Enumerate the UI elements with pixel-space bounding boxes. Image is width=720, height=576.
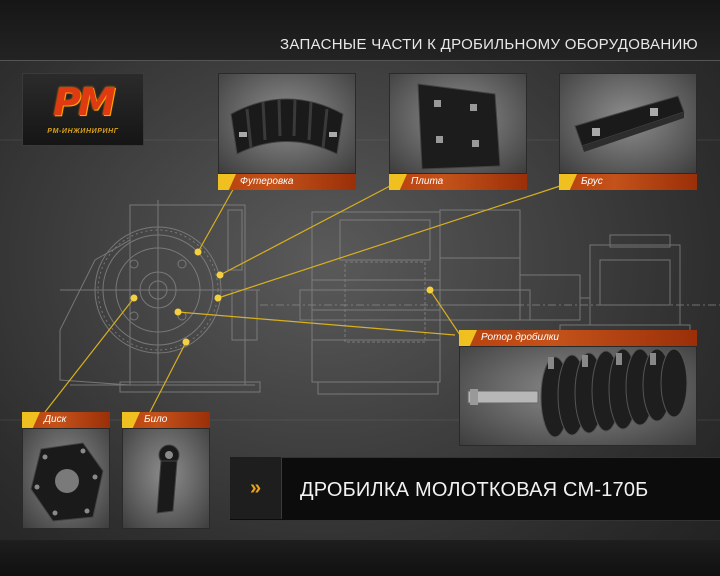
label-rotor: Ротор дробилки [459,330,697,346]
page-title: ЗАПАСНЫЕ ЧАСТИ К ДРОБИЛЬНОМУ ОБОРУДОВАНИ… [280,36,698,53]
top-bar [0,0,720,60]
rotor-icon [467,348,688,438]
company-logo: PM РМ-ИНЖИНИРИНГ [22,73,144,146]
chevron-icon[interactable]: » [230,457,282,519]
plate-icon [417,83,501,170]
divider [0,60,720,61]
label-disk: Диск [22,412,110,428]
bottom-bar [0,540,720,576]
liner-segment-icon [230,98,344,155]
logo-mark: PM [53,80,116,124]
label-plita: Плита [389,174,527,190]
rotor-photo[interactable] [459,346,697,446]
logo-subtitle: РМ-ИНЖИНИРИНГ [47,128,119,135]
plate-photo[interactable] [389,73,527,174]
label-futerovka: Футеровка [218,174,356,190]
disk-photo[interactable] [22,428,110,529]
disk-icon [30,442,104,522]
hammer-icon [156,444,180,514]
bar-icon [574,95,685,152]
label-bilo: Било [122,412,210,428]
headline-panel [230,457,720,521]
liner-photo[interactable] [218,73,356,174]
hammer-photo[interactable] [122,428,210,529]
bar-photo[interactable] [559,73,697,174]
label-brus: Брус [559,174,697,190]
product-title: ДРОБИЛКА МОЛОТКОВАЯ СМ-170Б [300,479,649,501]
